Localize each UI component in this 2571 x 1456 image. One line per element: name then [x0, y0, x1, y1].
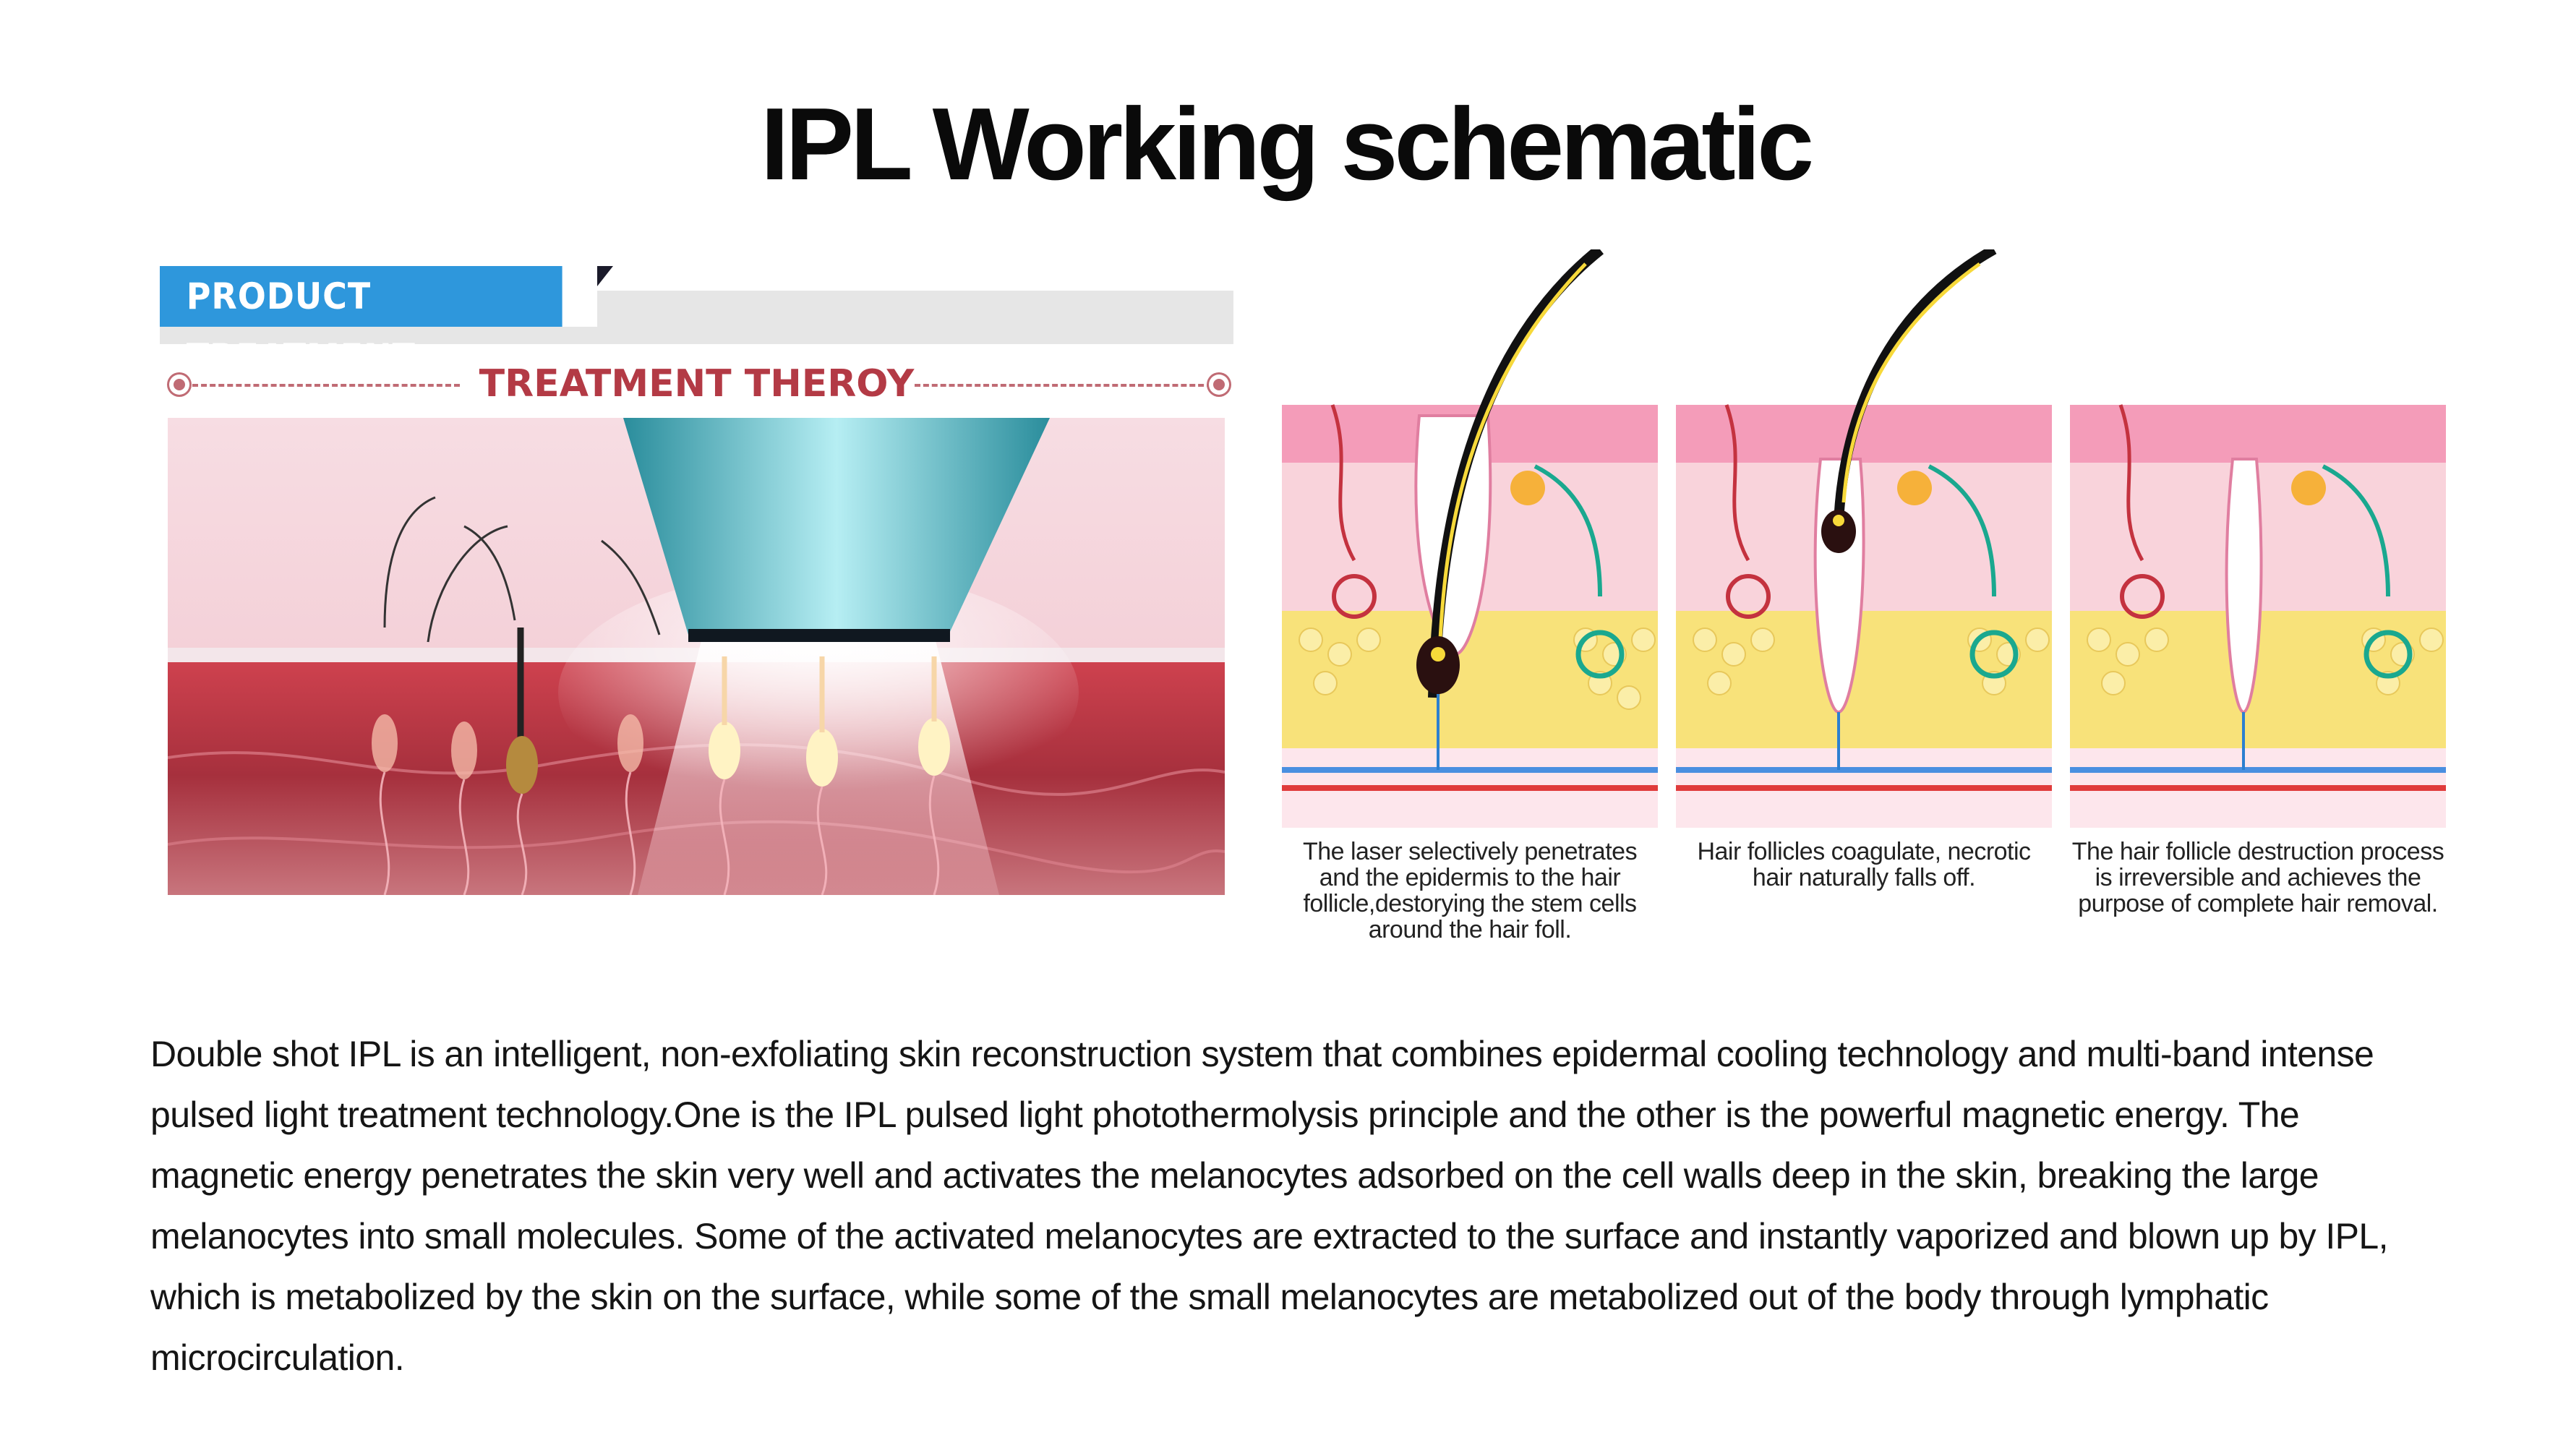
divider-line-left — [192, 384, 460, 387]
divider-dot-right — [1213, 379, 1225, 390]
divider-dot-left — [174, 379, 185, 390]
stage-2-caption: Hair follicles coagulate, necrotic hair … — [1697, 838, 2031, 891]
badge-notch — [597, 266, 613, 286]
ipl-handpiece — [623, 418, 1050, 635]
product-treatment-badge: PRODUCT TREATMENT — [160, 266, 562, 378]
description-paragraph: Double shot IPL is an intelligent, non-e… — [150, 1034, 2389, 1378]
stage-3-diagram — [2070, 249, 2446, 828]
handpiece-window — [688, 629, 950, 642]
stage-3-caption: The hair follicle destruction process is… — [2071, 838, 2444, 917]
stage-1-caption: The laser selectively penetrates and the… — [1302, 838, 1638, 943]
ipl-treatment-illustration — [168, 418, 1225, 895]
hair-bulb — [1416, 636, 1460, 694]
divider-line-right — [915, 384, 1212, 387]
header-bar — [160, 327, 597, 344]
header-bar — [597, 291, 1233, 344]
hair-follicles — [372, 656, 950, 787]
stage-2-diagram — [1676, 249, 2052, 828]
stage-1-diagram — [1282, 249, 1658, 828]
treatment-theory-subtitle: TREATMENT THEROY — [479, 362, 915, 406]
page-title: IPL Working schematic — [760, 87, 1814, 202]
